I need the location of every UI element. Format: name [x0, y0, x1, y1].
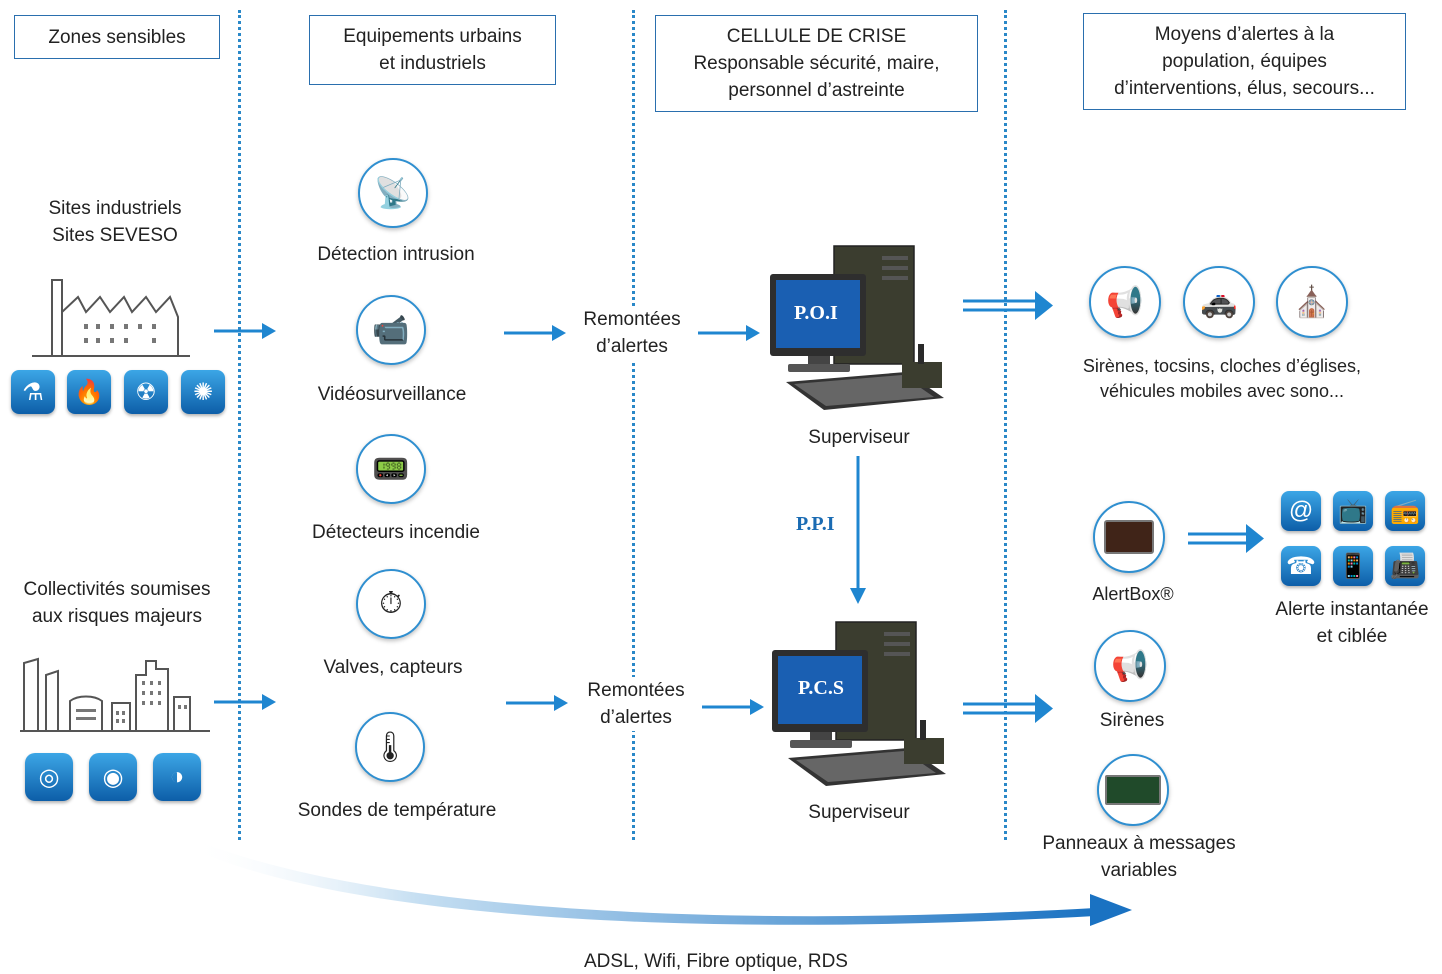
city-illustration: [20, 657, 210, 732]
double-arrow-bottom: [963, 694, 1053, 723]
arrow-zone-top: [214, 323, 276, 339]
mobile-icon: 📱: [1333, 546, 1373, 586]
storm-risk-icon: ◉: [89, 753, 137, 801]
sirenes-label: Sirènes: [1099, 710, 1165, 731]
instant-alert-label: Alerte instantanée et ciblée: [1275, 599, 1429, 647]
vehicle-sono-icon: 🚓: [1183, 266, 1255, 338]
arrow-remontees-top: [698, 325, 760, 341]
earthquake-gauge-icon: ◑: [153, 753, 201, 801]
phone-icon: ☎: [1281, 546, 1321, 586]
camera-icon: 📹: [356, 295, 426, 365]
nuclear-plant-icon: ☢: [124, 370, 168, 414]
remontees-label-top: Remontées d’alertes: [574, 306, 690, 360]
equipement-label-intrusion: Détection intrusion: [317, 244, 475, 265]
fire-panel-icon: 📟: [356, 434, 426, 504]
thermometer-icon: 🌡: [355, 712, 425, 782]
tv-icon: 📺: [1333, 491, 1373, 531]
radio-icon: 📻: [1385, 491, 1425, 531]
message-panel-icon: [1097, 754, 1169, 826]
church-bell-icon: ⛪: [1276, 266, 1348, 338]
remontees-label-bottom: Remontées d’alertes: [578, 677, 694, 731]
chemical-flask-icon: ⚗: [11, 370, 55, 414]
fire-icon: 🔥: [67, 370, 111, 414]
supervisor-computer-poi: [770, 245, 944, 410]
arrow-ppi: [850, 456, 866, 604]
separator-1: [238, 10, 241, 840]
flood-risk-icon: ◎: [25, 753, 73, 801]
network-risk-icon: ✺: [181, 370, 225, 414]
network-label: ADSL, Wifi, Fibre optique, RDS: [584, 951, 848, 972]
ppi-label: P.P.I: [796, 513, 835, 536]
siren-icon: 📢: [1089, 266, 1161, 338]
superviseur-label-bottom: Superviseur: [808, 802, 910, 823]
arrow-equip-top: [504, 325, 566, 341]
network-curve-arrow: [190, 838, 1132, 926]
message-panel-display: [1105, 775, 1161, 805]
double-arrow-top: [963, 291, 1053, 320]
double-arrow-instant: [1188, 524, 1264, 553]
arrow-remontees-bottom: [702, 699, 764, 715]
header-equipements: Equipements urbains et industriels: [309, 15, 556, 85]
header-cellule: CELLULE DE CRISE Responsable sécurité, m…: [655, 15, 978, 112]
separator-2: [632, 10, 635, 840]
supervisor-computer-pcs: [772, 621, 946, 786]
equipement-label-video: Vidéosurveillance: [317, 384, 467, 405]
poi-screen-label: P.O.I: [794, 302, 838, 324]
arrow-zone-bottom: [214, 694, 276, 710]
siren-icon-bottom: 📢: [1094, 630, 1166, 702]
header-zones: Zones sensibles: [14, 15, 220, 59]
separator-3: [1004, 10, 1007, 840]
header-moyens: Moyens d’alertes à la population, équipe…: [1083, 13, 1406, 110]
zone-industriels-label: Sites industriels Sites SEVESO: [48, 198, 182, 246]
fax-icon: 📠: [1385, 546, 1425, 586]
panneaux-label: Panneaux à messages variables: [1042, 833, 1236, 881]
intrusion-detector-icon: 📡: [358, 158, 428, 228]
zone-collectivites-label: Collectivités soumises aux risques majeu…: [23, 579, 211, 627]
alerts-top-caption: Sirènes, tocsins, cloches d’églises, véh…: [1082, 356, 1362, 401]
alertbox-icon: [1093, 501, 1165, 573]
equipement-label-incendie: Détecteurs incendie: [312, 522, 480, 543]
factory-illustration: [32, 279, 190, 357]
valve-gauge-icon: ⏱: [356, 569, 426, 639]
email-icon: @: [1281, 491, 1321, 531]
superviseur-label-top: Superviseur: [808, 427, 910, 448]
arrow-equip-bottom: [506, 695, 568, 711]
equipement-label-valves: Valves, capteurs: [323, 657, 463, 678]
alertbox-display: [1104, 520, 1154, 554]
pcs-screen-label: P.C.S: [798, 677, 844, 699]
alertbox-label: AlertBox®: [1092, 584, 1174, 604]
equipement-label-sondes: Sondes de température: [297, 800, 497, 821]
